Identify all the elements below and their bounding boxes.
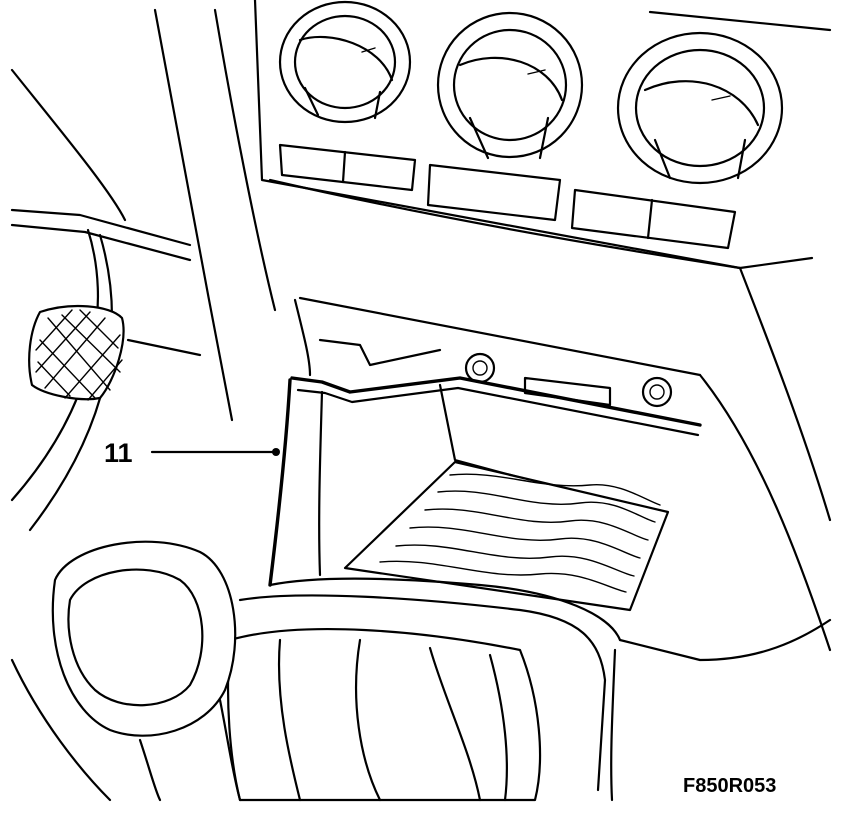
air-vent-center	[436, 11, 584, 160]
brake-pedal	[28, 304, 125, 401]
air-vent-left	[278, 0, 412, 124]
screw-left	[464, 352, 496, 384]
air-vent-right	[616, 31, 784, 185]
gear-knob	[10, 540, 242, 802]
switch-panel	[278, 143, 737, 250]
storage-mat	[343, 460, 670, 612]
dashboard-outline	[153, 0, 832, 652]
leader-dot	[272, 448, 280, 456]
side-trim-panel	[268, 376, 702, 587]
callout-number: 11	[104, 438, 133, 468]
figure-code: F850R053	[683, 775, 776, 797]
callout-11: 11	[104, 438, 280, 468]
console-tunnel	[238, 577, 832, 802]
screw-right	[641, 376, 673, 408]
gear-boot	[226, 628, 542, 802]
console-cavity	[293, 298, 673, 408]
